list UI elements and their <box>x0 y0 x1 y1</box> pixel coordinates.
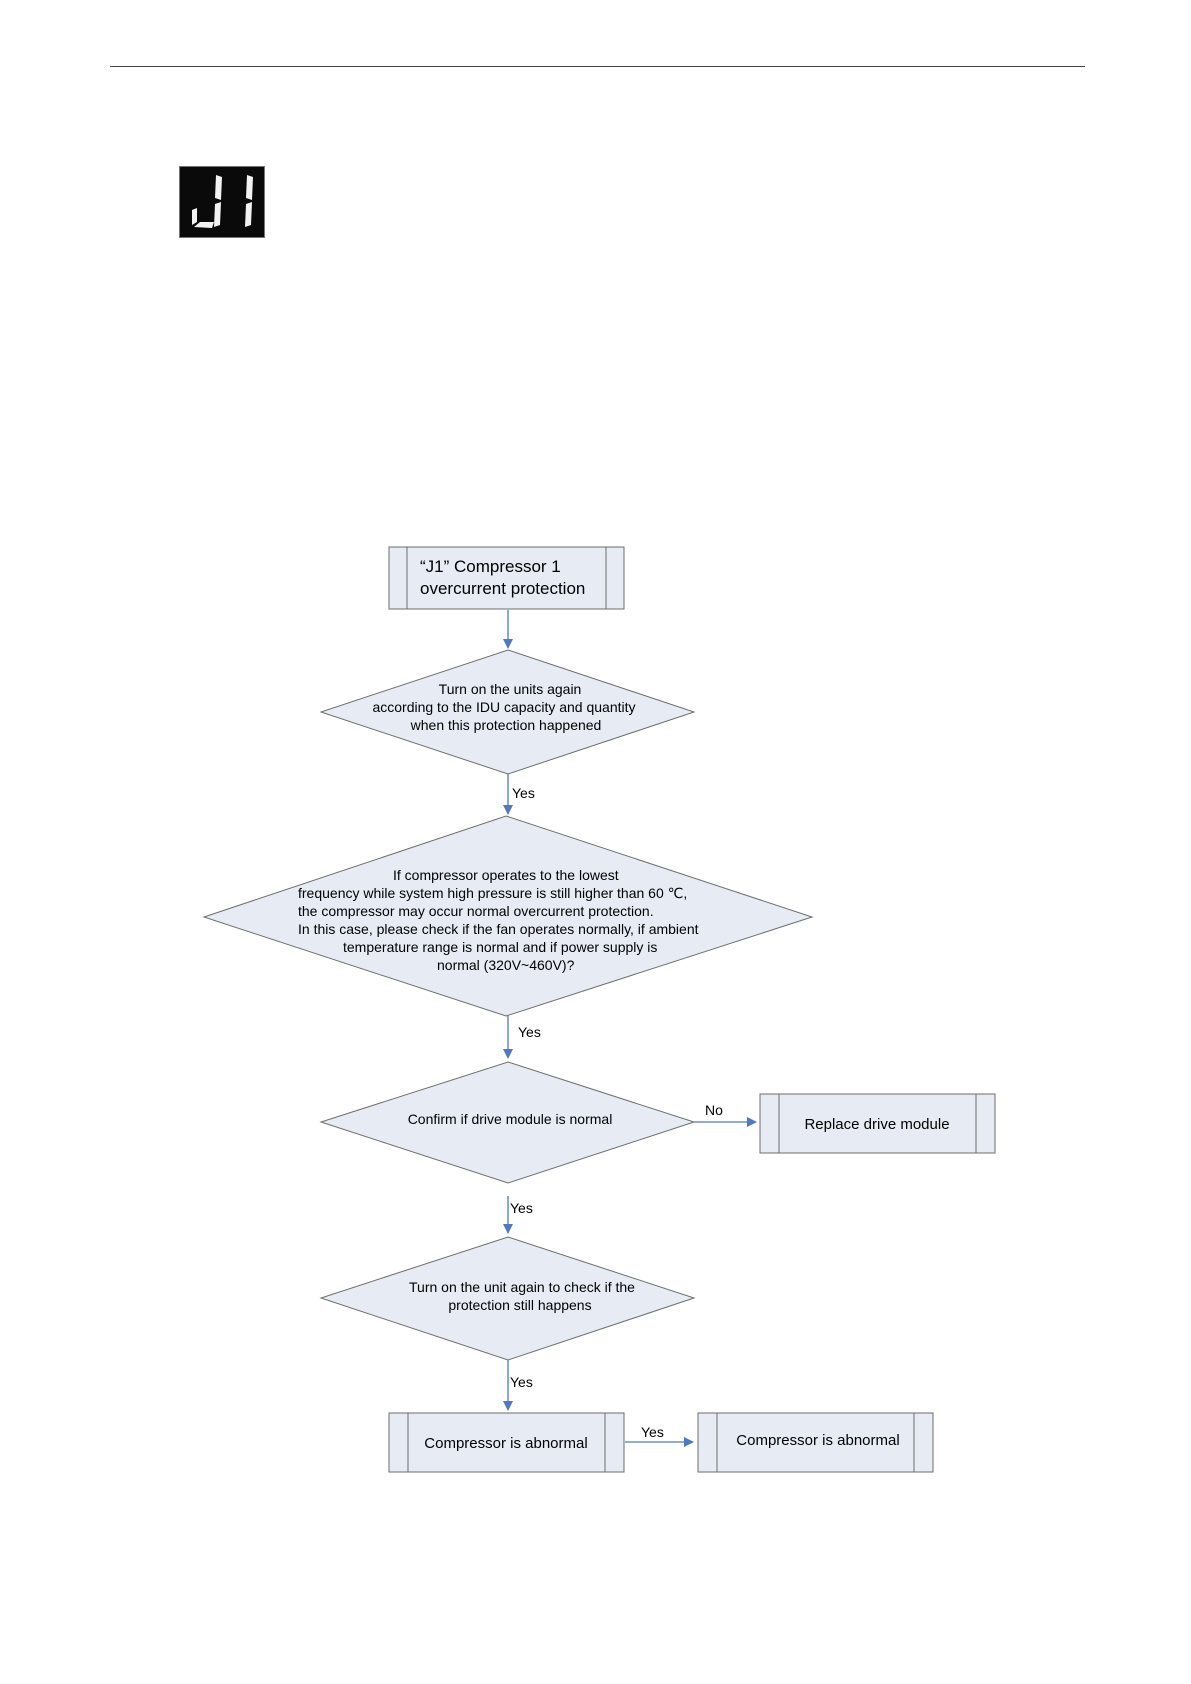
d2-label-line-5: temperature range is normal and if power… <box>343 939 657 955</box>
edge-label-d3-d4: Yes <box>510 1200 533 1216</box>
end1-label: Compressor is abnormal <box>424 1435 587 1452</box>
edge-label-d1-d2: Yes <box>512 785 535 801</box>
end2-label: Compressor is abnormal <box>736 1432 899 1449</box>
replace-label: Replace drive module <box>804 1116 949 1133</box>
d3-label: Confirm if drive module is normal <box>408 1111 613 1127</box>
d2-label-line-3: the compressor may occur normal overcurr… <box>298 903 654 919</box>
edge-label-end1-end2: Yes <box>641 1424 664 1440</box>
d4-label-line-1: Turn on the unit again to check if the <box>409 1279 635 1295</box>
seven-segment-display-icon <box>179 166 265 238</box>
header-rule <box>110 66 1085 67</box>
d2-label-line-1: If compressor operates to the lowest <box>393 867 619 883</box>
d2-label-line-2: frequency while system high pressure is … <box>298 885 687 901</box>
compressor-abnormal-box-2: Compressor is abnormal <box>697 1412 934 1473</box>
start-process-box: “J1” Compressor 1 overcurrent protection <box>388 546 625 610</box>
edge-label-d2-d3: Yes <box>518 1024 541 1040</box>
d1-label-line-2: according to the IDU capacity and quanti… <box>372 699 635 715</box>
replace-drive-module-box: Replace drive module <box>759 1093 996 1154</box>
start-label-line-2: overcurrent protection <box>420 579 585 598</box>
compressor-abnormal-box-1: Compressor is abnormal <box>388 1412 625 1473</box>
start-label-line-1: “J1” Compressor 1 <box>420 557 561 576</box>
decision-check-operating-conditions: If compressor operates to the lowest fre… <box>202 815 814 1017</box>
decision-restart-units: Turn on the units again according to the… <box>319 649 696 775</box>
d1-label-line-3: when this protection happened <box>410 717 602 733</box>
decision-protection-still-happens: Turn on the unit again to check if the p… <box>319 1236 696 1361</box>
d4-label-line-2: protection still happens <box>448 1297 591 1313</box>
d2-label-line-6: normal (320V~460V)? <box>437 957 575 973</box>
d1-label-line-1: Turn on the units again <box>439 681 582 697</box>
d2-label-line-4: In this case, please check if the fan op… <box>298 921 699 937</box>
decision-drive-module-normal: Confirm if drive module is normal <box>319 1061 696 1184</box>
edge-label-d3-replace: No <box>705 1102 723 1118</box>
edge-label-d4-end1: Yes <box>510 1374 533 1390</box>
